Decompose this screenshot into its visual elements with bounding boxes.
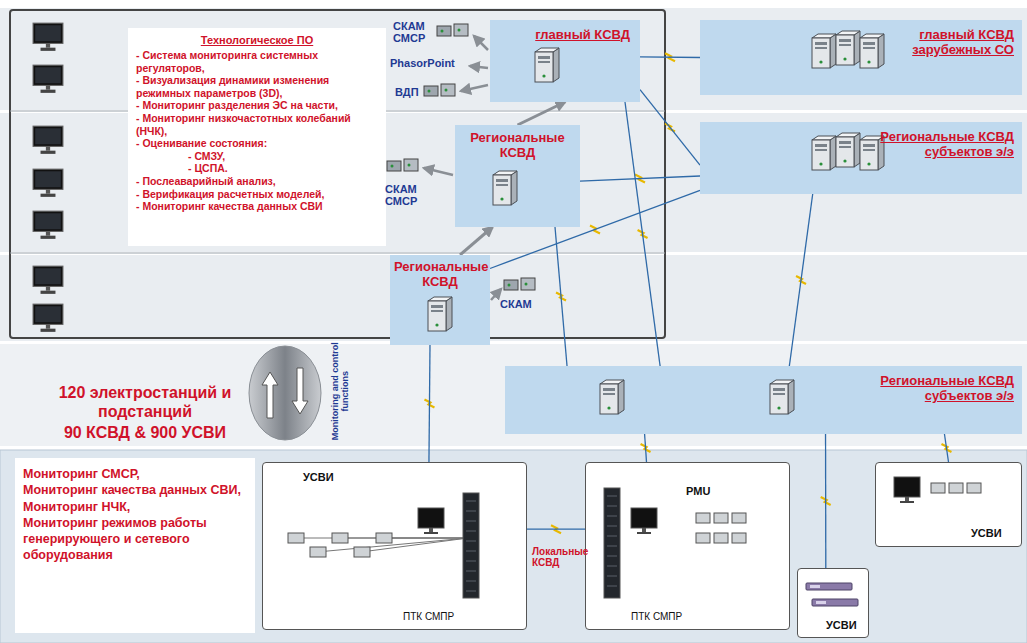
- label-holder: СКАМ: [500, 298, 540, 310]
- box-text: Мониторинг режимов работы генерирующего …: [23, 515, 247, 564]
- label-holder: ВДП: [395, 86, 423, 98]
- server-group-box: главный КСВД: [490, 20, 640, 102]
- server-group-box: Региональные КСВД субъектов э/э: [505, 366, 1022, 434]
- box-subtitle: ПТК СМПР: [631, 611, 682, 622]
- box-title: главный КСВД: [510, 28, 630, 43]
- server-group-box: Региональные КСВД: [390, 255, 490, 345]
- data-link: [640, 90, 700, 166]
- text-holder: ПТК СМПР: [631, 611, 682, 622]
- text-holder: УСВИ: [971, 527, 1002, 539]
- server-group-box: главный КСВД зарубежных СО: [700, 20, 1022, 95]
- box-heading: Технологическое ПО: [136, 34, 378, 46]
- data-link: [789, 194, 812, 366]
- box-text: Мониторинг качества данных СВИ,: [23, 482, 247, 498]
- text-holder: главный КСВД: [510, 28, 630, 43]
- data-link: [527, 529, 585, 530]
- data-link: [645, 434, 647, 462]
- box-text: - Мониторинг низкочастотных колебаний (Н…: [136, 112, 378, 137]
- text-holder: Региональные КСВД: [394, 260, 486, 290]
- box-text: - СМЗУ,: [136, 150, 378, 163]
- box-subtitle: ПТК СМПР: [403, 611, 454, 622]
- text-holder: Региональные КСВД: [460, 131, 575, 161]
- box-text: - Послеаварийный анализ,: [136, 175, 378, 188]
- label-holder: 90 КСВД & 900 УСВИ: [40, 423, 250, 442]
- box-title: УСВИ: [303, 471, 334, 483]
- data-link: [429, 345, 430, 462]
- text-box: Технологическое ПО - Система мониторинга …: [128, 28, 386, 246]
- label-holder: Monitoring and control functions: [330, 341, 351, 441]
- summary-figure: 120 электростанций и подстанций: [40, 383, 250, 421]
- data-link: [580, 176, 700, 181]
- text-holder: Региональные КСВД субъектов э/э: [862, 374, 1014, 404]
- box-title: УСВИ: [971, 527, 1002, 539]
- box-title: Региональные КСВД субъектов э/э: [862, 374, 1014, 404]
- software-label: PhasorPoint: [390, 57, 465, 69]
- label-holder: PhasorPoint: [390, 57, 465, 69]
- label-holder: 120 электростанций и подстанций: [40, 383, 250, 421]
- server-group-box: Региональные КСВД: [455, 125, 580, 227]
- text-holder: УСВИ: [303, 471, 334, 483]
- box-title: Региональные КСВД субъектов э/э: [862, 130, 1014, 160]
- data-link: [625, 102, 660, 366]
- summary-figure: 90 КСВД & 900 УСВИ: [40, 423, 250, 442]
- device-box: УСВИ: [797, 568, 869, 638]
- data-flow-arrow: [460, 227, 493, 255]
- device-box: УСВИ: [875, 462, 1022, 547]
- data-link: [640, 56, 700, 58]
- label-holder: СКАМ СМСР: [385, 183, 427, 207]
- box-text: - Оценивание состояния:: [136, 137, 378, 150]
- text-holder: ПТК СМПР: [403, 611, 454, 622]
- label-holder: СКАМ СМСР: [393, 20, 435, 44]
- box-text: - Мониторинг разделения ЭС на части,: [136, 99, 378, 112]
- data-link: [944, 434, 948, 462]
- device-box: УСВИ ПТК СМПР: [262, 462, 527, 630]
- box-text: - Система мониторинга системных регулято…: [136, 49, 378, 74]
- text-holder: Региональные КСВД субъектов э/э: [862, 130, 1014, 160]
- equipment-icon: [263, 463, 528, 631]
- data-link: [825, 434, 827, 568]
- software-label: ВДП: [395, 86, 423, 98]
- device-box: PMU ПТК СМПР: [585, 462, 790, 630]
- box-title: Региональные КСВД: [394, 260, 486, 290]
- annotation-label: Локальные КСВД: [532, 546, 584, 568]
- server-group-box: Региональные КСВД субъектов э/э: [700, 122, 1022, 194]
- text-holder: УСВИ: [826, 619, 857, 631]
- software-label: СКАМ: [500, 298, 540, 310]
- box-title: УСВИ: [826, 619, 857, 631]
- data-flow-arrow: [518, 102, 566, 125]
- box-text: - Визуализация динамики изменения режимн…: [136, 74, 378, 99]
- box-text: Мониторинг СМСР,: [23, 466, 247, 482]
- software-label: СКАМ СМСР: [393, 20, 435, 44]
- annotation-label: Monitoring and control functions: [330, 341, 351, 441]
- software-label: СКАМ СМСР: [385, 183, 427, 207]
- box-title: Региональные КСВД: [460, 131, 575, 161]
- box-text: Мониторинг НЧК,: [23, 499, 247, 515]
- box-title: главный КСВД зарубежных СО: [889, 28, 1014, 58]
- data-link: [555, 227, 567, 366]
- box-text: - Верификация расчетных моделей,: [136, 188, 378, 201]
- text-holder: PMU: [686, 485, 710, 497]
- box-title: PMU: [686, 485, 710, 497]
- text-box: Мониторинг СМСР,Мониторинг качества данн…: [15, 458, 255, 633]
- text-holder: главный КСВД зарубежных СО: [889, 28, 1014, 58]
- label-holder: Локальные КСВД: [532, 546, 584, 568]
- box-text: - ЦСПА.: [136, 162, 378, 175]
- box-text: - Мониторинг качества данных СВИ: [136, 200, 378, 213]
